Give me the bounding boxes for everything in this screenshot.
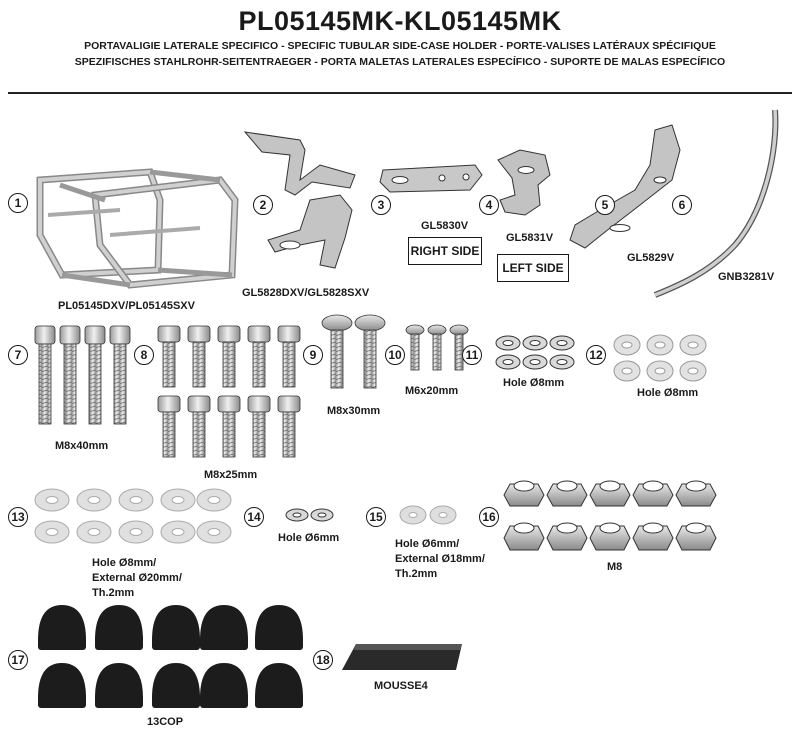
part-label: GL5831V — [506, 232, 554, 244]
washers-13-illustration — [34, 488, 232, 544]
part-number-badge: 16 — [479, 507, 499, 527]
plate-3-illustration — [379, 164, 483, 193]
part-number-badge: 18 — [313, 650, 333, 670]
right-side-box: RIGHT SIDE — [408, 237, 482, 265]
part-number-badge: 10 — [385, 345, 405, 365]
bolts-9-illustration — [321, 314, 386, 389]
part-label: GL5829V — [627, 252, 675, 264]
strap-6-illustration — [653, 109, 779, 298]
bracket-4-illustration — [497, 149, 551, 216]
part-number-badge: 4 — [479, 195, 499, 215]
part-number-badge: 13 — [8, 507, 28, 527]
part-label: M8x25mm — [204, 469, 258, 481]
spring-washers-11-illustration — [495, 335, 575, 370]
bracket-5-illustration — [569, 124, 681, 249]
part-label: GL5828DXV/GL5828SXV — [242, 287, 370, 299]
left-side-box: LEFT SIDE — [497, 254, 569, 282]
bolts-10-illustration — [405, 324, 469, 371]
part-label: GNB3281V — [718, 271, 775, 283]
part-number-badge: 14 — [244, 507, 264, 527]
part-label: Hole Ø8mm/ External Ø20mm/ Th.2mm — [92, 557, 182, 599]
part-number-badge: 17 — [8, 650, 28, 670]
part-number-badge: 15 — [366, 507, 386, 527]
bolts-8-illustration — [157, 325, 301, 458]
part-number-badge: 3 — [371, 195, 391, 215]
part-label: Hole Ø6mm/ External Ø18mm/ Th.2mm — [395, 538, 485, 580]
part-label: M8x30mm — [327, 405, 381, 417]
tubular-frame-illustration — [36, 168, 239, 289]
bracket-2-illustration — [243, 131, 356, 269]
subtitle-line-1: PORTAVALIGIE LATERALE SPECIFICO - SPECIF… — [84, 40, 716, 52]
part-number-badge: 7 — [8, 345, 28, 365]
part-label: 13COP — [147, 716, 184, 728]
washers-15-illustration — [399, 505, 457, 525]
part-label: M6x20mm — [405, 385, 459, 397]
header-divider — [8, 92, 792, 94]
part-number-badge: 6 — [672, 195, 692, 215]
part-number-badge: 8 — [134, 345, 154, 365]
part-number-badge: 1 — [8, 193, 28, 213]
spring-washers-14-illustration — [285, 508, 334, 522]
nuts-16-illustration — [503, 480, 717, 551]
subtitle-line-2: SPEZIFISCHES STAHLROHR-SEITENTRAEGER - P… — [74, 56, 726, 68]
part-label: Hole Ø8mm — [503, 377, 565, 389]
part-number-badge: 9 — [303, 345, 323, 365]
part-label: M8x40mm — [55, 440, 109, 452]
part-number-badge: 11 — [462, 345, 482, 365]
part-label: GL5830V — [421, 220, 469, 232]
part-label: M8 — [607, 561, 623, 573]
part-number-badge: 5 — [595, 195, 615, 215]
part-number-badge: 12 — [586, 345, 606, 365]
part-label: Hole Ø8mm — [637, 387, 699, 399]
washers-12-illustration — [613, 334, 707, 382]
bolts-7-illustration — [34, 325, 131, 425]
part-label: MOUSSE4 — [374, 680, 428, 692]
part-number-badge: 2 — [253, 195, 273, 215]
page-title: PL05145MK-KL05145MK — [238, 6, 562, 36]
foam-18-illustration — [342, 644, 462, 670]
part-label: PL05145DXV/PL05145SXV — [58, 300, 195, 312]
caps-17-illustration — [38, 605, 303, 708]
part-label: Hole Ø6mm — [278, 532, 340, 544]
